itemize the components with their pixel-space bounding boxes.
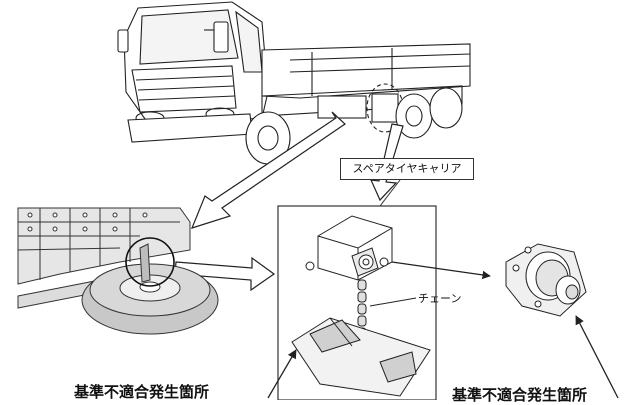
frame-tire-illustration bbox=[17, 207, 219, 335]
nonconformity-label-right: 基準不適合発生箇所 bbox=[452, 386, 588, 404]
chain-label: チェーン bbox=[418, 292, 462, 305]
part-detail-illustration bbox=[505, 243, 587, 317]
nonconformity-label-left: 基準不適合発生箇所 bbox=[74, 383, 210, 401]
pointer-right bbox=[575, 315, 619, 399]
pointer-left bbox=[267, 349, 297, 399]
spare-tire-carrier-label: スペアタイヤキャリア bbox=[340, 158, 474, 180]
carrier-detail-illustration bbox=[291, 215, 431, 397]
carrier-highlight-circle bbox=[125, 237, 175, 287]
hollow-arrows bbox=[174, 111, 404, 292]
truck-illustration bbox=[117, 1, 471, 165]
arrow-truck-to-frame bbox=[190, 111, 346, 229]
